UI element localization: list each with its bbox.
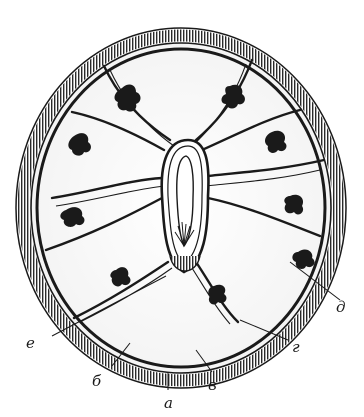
label-a: а [164, 394, 173, 412]
pharynx [162, 140, 209, 272]
label-v: в [208, 376, 217, 394]
label-b: б [92, 372, 102, 390]
gonad-bottom-right [208, 285, 226, 305]
label-g: г [292, 338, 300, 356]
gonad-mid-right [284, 195, 303, 215]
label-d: д [336, 298, 346, 316]
label-e: е [26, 334, 35, 352]
